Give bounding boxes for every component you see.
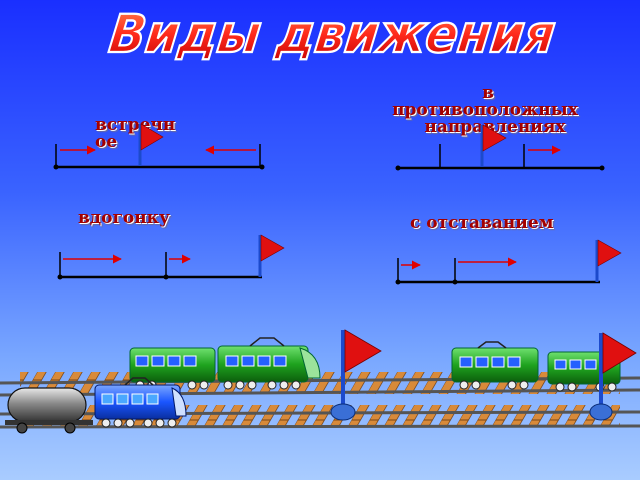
label-lagging: с отставанием [410,213,554,233]
wagon [217,337,321,383]
page-title: Виды движения [105,2,560,66]
flag-icon [258,234,285,277]
label-oncoming-line1: встречн [95,115,176,135]
diagram-oncoming [53,123,265,170]
page-title-text: Виды движения [106,3,559,65]
flag-icon [330,329,382,421]
diagram-pursuit [57,234,285,280]
flag-icon [138,123,164,166]
road-dot [599,165,605,171]
label-oncoming: встречн ое [95,117,175,151]
flag-icon [480,124,507,167]
label-opposite-line3: направлениях [424,117,566,137]
label-pursuit: вдогонку [78,208,170,228]
flag-icon [595,239,622,282]
diagram-opposite [395,124,605,171]
green-train-left [129,337,321,390]
label-opposite-line2: противоположных [392,100,578,120]
flag-icon [589,332,637,421]
blue-train [94,377,187,428]
tank-car [5,387,93,434]
wagon [129,347,216,383]
wheels [135,380,301,390]
wagon [451,341,539,383]
label-oncoming-line2: ое [95,132,118,152]
label-opposite-line1: в [482,83,494,103]
diagram-lagging [395,239,622,285]
road-dot [395,165,401,171]
label-opposite: в противоположных направлениях [360,85,610,136]
